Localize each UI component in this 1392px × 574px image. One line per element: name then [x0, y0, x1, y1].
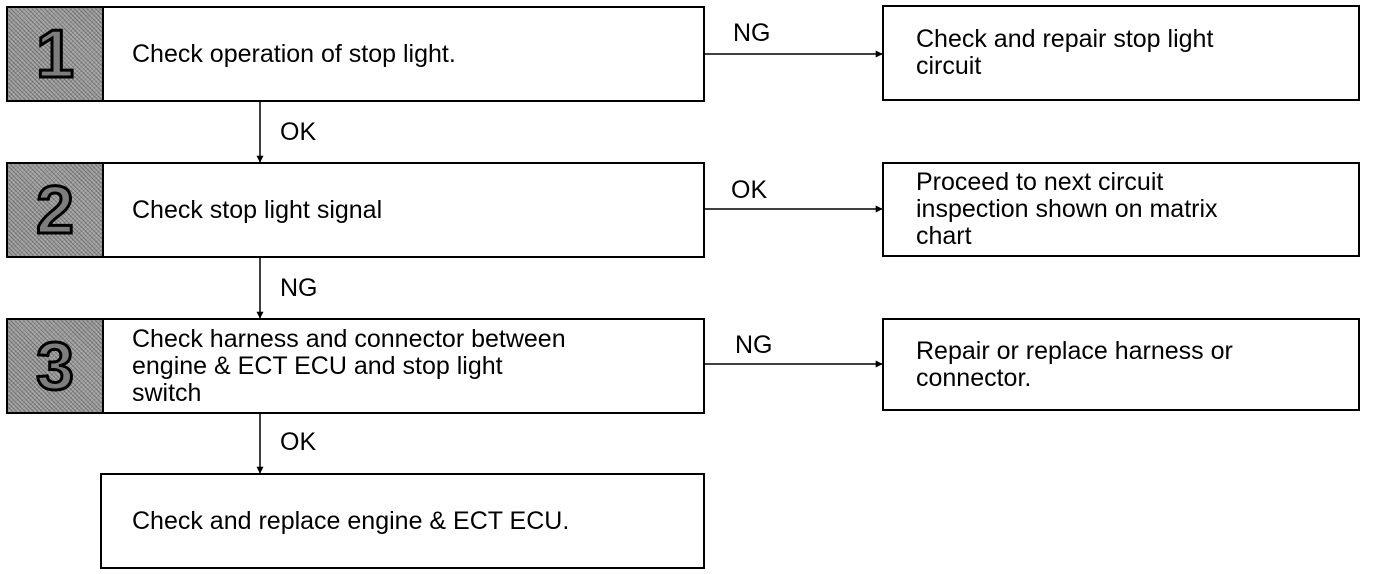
- label-v-2: NG: [280, 274, 318, 302]
- final-step-text: Check and replace engine & ECT ECU.: [132, 506, 570, 535]
- step-2-box: 2 Check stop light signal: [6, 162, 705, 258]
- final-step-box: Check and replace engine & ECT ECU.: [100, 473, 705, 569]
- step-3-number: 3: [8, 320, 104, 412]
- step-1-number: 1: [8, 8, 104, 100]
- step-2-number: 2: [8, 164, 104, 256]
- result-3-box: Repair or replace harness or connector.: [882, 318, 1360, 411]
- step-3-text: Check harness and connector between engi…: [132, 324, 566, 407]
- result-3-text: Repair or replace harness or connector.: [916, 336, 1233, 392]
- result-2-box: Proceed to next circuit inspection shown…: [882, 162, 1360, 257]
- step-3-box: 3 Check harness and connector between en…: [6, 318, 705, 414]
- result-1-text: Check and repair stop light circuit: [916, 25, 1214, 80]
- label-h-2: OK: [731, 176, 768, 204]
- result-1-box: Check and repair stop light circuit: [882, 5, 1360, 101]
- label-h-1: NG: [733, 19, 771, 47]
- label-h-3: NG: [735, 331, 773, 359]
- step-1-text: Check operation of stop light.: [132, 39, 456, 68]
- label-v-1: OK: [280, 118, 317, 146]
- step-2-text: Check stop light signal: [132, 195, 383, 224]
- step-1-box: 1 Check operation of stop light.: [6, 6, 705, 102]
- label-v-3: OK: [280, 428, 317, 456]
- result-2-text: Proceed to next circuit inspection shown…: [916, 168, 1218, 250]
